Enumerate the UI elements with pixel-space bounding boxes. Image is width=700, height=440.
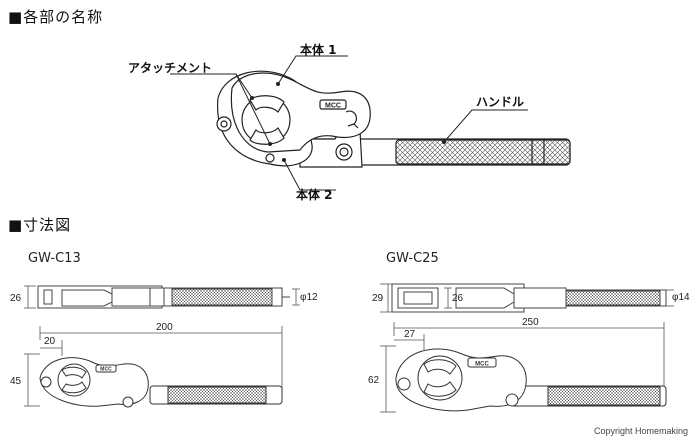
attachment-lower	[249, 127, 285, 145]
gw-c13-top-view	[37, 285, 290, 309]
gw-c25-height: 62	[368, 375, 380, 386]
leader-body1	[277, 55, 348, 85]
label-body2: 本体 2	[296, 187, 333, 202]
leader-attachment-b	[235, 73, 271, 145]
leader-body2	[283, 159, 336, 191]
label-handle: ハンドル	[476, 95, 524, 109]
brand-mark-gw-c25: MCC	[475, 362, 489, 368]
gw-c25-side-view	[395, 348, 667, 412]
brand-mark-gw-c13: MCC	[100, 367, 112, 373]
brand-mark-main: MCC	[325, 103, 341, 110]
attachment-upper	[249, 95, 285, 113]
copyright-text: Copyright Homemaking	[594, 426, 689, 436]
label-attachment: アタッチメント	[128, 61, 212, 75]
main-wrench-illustration	[216, 70, 571, 168]
gw-c25-thickness-b: 26	[452, 293, 464, 304]
gw-c25-length: 250	[522, 317, 539, 328]
gw-c25-top-view	[391, 283, 667, 313]
label-body1: 本体 1	[300, 42, 337, 57]
gw-c13-height: 45	[10, 376, 22, 387]
parts-section-title: ■各部の名称	[8, 8, 104, 26]
gw-c25-diameter: φ14	[672, 292, 690, 303]
leader-handle	[443, 109, 528, 143]
gw-c25-thickness-a: 29	[372, 293, 384, 304]
gw-c25-offset: 27	[404, 329, 416, 340]
model-label-gw-c25: GW-C25	[386, 251, 439, 266]
gw-c13-offset: 20	[44, 336, 56, 347]
gw-c13-thickness: 26	[10, 293, 22, 304]
gw-c13-length: 200	[156, 322, 173, 333]
handle-knurl	[395, 139, 571, 165]
model-label-gw-c13: GW-C13	[28, 251, 81, 266]
gw-c13-side-view	[39, 357, 283, 408]
dimensions-section-title: ■寸法図	[8, 216, 72, 234]
gw-c13-diameter: φ12	[300, 292, 318, 303]
